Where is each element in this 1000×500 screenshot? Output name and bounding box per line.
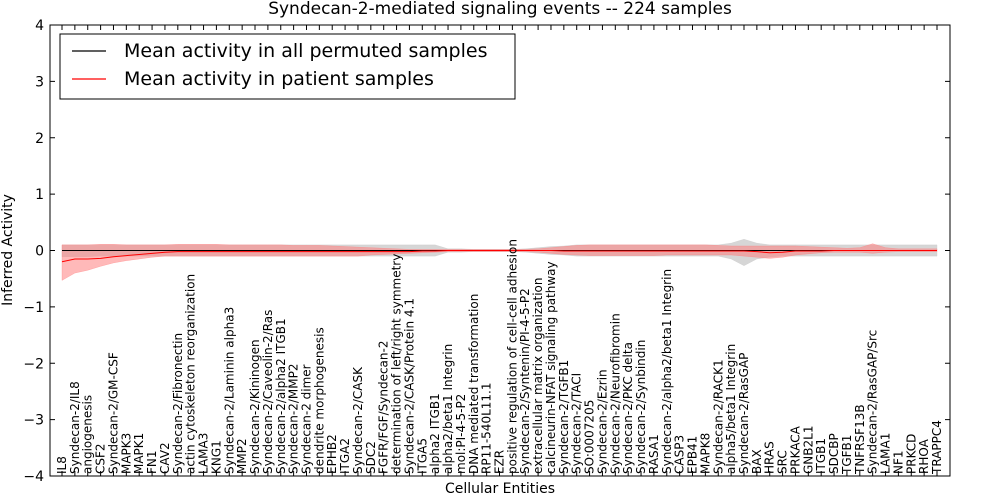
y-tick-label: −2 <box>23 356 44 372</box>
x-tick-label: ITGA2 <box>338 438 352 474</box>
x-tick-label: LAMA3 <box>197 433 211 474</box>
x-tick-label: Syndecan-2/IL8 <box>68 381 82 474</box>
y-axis-title: Inferred Activity <box>0 194 16 306</box>
legend-box <box>59 33 516 100</box>
x-tick-label: TNFRSF13B <box>853 404 867 475</box>
y-tick-label: 3 <box>35 74 44 90</box>
x-tick-label: PRKCD <box>904 434 918 474</box>
x-tick-label: BAX <box>750 449 764 474</box>
x-tick-label: SDC2 <box>364 441 378 474</box>
y-tick-label: −3 <box>23 413 44 429</box>
x-tick-label: DNA mediated transformation <box>467 294 481 474</box>
x-tick-label: Syndecan-2/alpha2 ITGB1 <box>274 318 288 474</box>
x-tick-label: KNG1 <box>209 440 223 474</box>
x-tick-label: RASA1 <box>647 434 661 474</box>
x-tick-label: MMP2 <box>235 438 249 474</box>
x-tick-label: IL8 <box>55 456 69 474</box>
x-tick-label: Syndecan-2 dimer <box>299 364 313 474</box>
x-tick-label: CAV2 <box>158 442 172 474</box>
x-axis-title: Cellular Entities <box>445 481 555 497</box>
x-tick-label: TRAPPC4 <box>930 420 944 475</box>
x-tick-label: Syndecan-2/PKC delta <box>621 342 635 474</box>
x-tick-label: alpha5/beta1 Integrin <box>724 344 738 474</box>
x-tick-label: SRC <box>776 450 790 474</box>
x-tick-label: Syndecan-2/GM-CSF <box>106 352 120 474</box>
x-tick-label: Syndecan-2/RasGAP <box>737 353 751 474</box>
x-tick-label: Syndecan-2/alpha2/beta1 Integrin <box>660 269 674 474</box>
x-tick-label: NF1 <box>891 450 905 474</box>
x-tick-label: mol:PI-4-5-P2 <box>454 394 468 474</box>
y-tick-label: −4 <box>23 469 44 485</box>
x-tick-label: Syndecan-2/RasGAP/Src <box>866 330 880 474</box>
x-tick-label: EPB41 <box>686 436 700 474</box>
x-tick-label: EPHB2 <box>325 434 339 474</box>
x-tick-label: MAPK8 <box>698 433 712 474</box>
x-tick-label: Syndecan-2/Fibronectin <box>171 333 185 474</box>
x-tick-label: actin cytoskeleton reorganization <box>184 274 198 474</box>
x-tick-label: TGFB1 <box>840 435 854 475</box>
x-tick-label: Syndecan-2/TACI <box>570 373 584 474</box>
x-tick-label: Syndecan-2/Laminin alpha3 <box>222 307 236 474</box>
confidence-bands <box>61 238 938 281</box>
series-lines <box>61 250 937 263</box>
x-tick-label: positive regulation of cell-cell adhesio… <box>505 239 519 474</box>
x-tick-label: CASP3 <box>673 435 687 474</box>
x-tick-label: EZR <box>493 450 507 474</box>
chart-title: Syndecan-2-mediated signaling events -- … <box>268 0 732 19</box>
x-tick-label: Syndecan-2/Kininogen <box>248 339 262 474</box>
x-tick-label: alpha2 ITGB1 <box>428 393 442 474</box>
x-tick-label: HRAS <box>763 441 777 474</box>
x-tick-label: determination of left/right symmetry <box>390 254 404 474</box>
x-tick-label: Syndecan-2/CASK/Protein 4.1 <box>402 298 416 474</box>
line-patient <box>61 250 937 263</box>
x-tick-label: Syndecan-2/Synbindin <box>634 340 648 474</box>
x-axis: IL8Syndecan-2/IL8angiogenesisCSF2Syndeca… <box>55 25 944 476</box>
x-tick-label: Syndecan-2/Neurofibromin <box>608 313 622 474</box>
y-tick-label: −1 <box>23 300 44 316</box>
x-tick-label: Syndecan-2/Syntenin/PI-4-5-P2 <box>518 288 532 474</box>
legend-label-permuted: Mean activity in all permuted samples <box>124 40 487 62</box>
y-tick-label: 0 <box>35 244 44 260</box>
legend: Mean activity in all permuted samples Me… <box>59 33 516 100</box>
x-tick-label: PRKACA <box>788 425 802 474</box>
x-tick-label: Syndecan-2/Caveolin-2/Ras <box>261 310 275 474</box>
x-tick-label: angiogenesis <box>81 395 95 474</box>
x-tick-label: MAPK1 <box>132 433 146 474</box>
y-axis: −4 −3 −2 −1 0 1 2 3 4 <box>23 18 950 485</box>
x-tick-label: GNB2L1 <box>801 426 815 474</box>
band-patient <box>61 243 938 281</box>
legend-label-patient: Mean activity in patient samples <box>124 68 434 90</box>
x-tick-label: Syndecan-2/RACK1 <box>711 359 725 474</box>
x-tick-label: dendrite morphogenesis <box>312 327 326 474</box>
x-tick-label: FN1 <box>145 450 159 474</box>
x-tick-label: calcineurin-NFAT signaling pathway <box>544 261 558 474</box>
x-tick-label: CSF2 <box>94 443 108 474</box>
y-tick-label: 2 <box>35 131 44 147</box>
x-tick-label: RP11-540L11.1 <box>480 383 494 474</box>
x-tick-label: Syndecan-2/MMP2 <box>287 364 301 474</box>
y-tick-label: 1 <box>35 187 44 203</box>
x-tick-label: extracellular matrix organization <box>531 278 545 475</box>
x-tick-label: SDCBP <box>827 433 841 474</box>
x-tick-label: Syndecan-2/TGFB1 <box>557 360 571 474</box>
x-tick-label: Syndecan-2/Ezrin <box>595 369 609 474</box>
y-tick-label: 4 <box>35 18 44 34</box>
x-tick-label: alpha2/beta1 Integrin <box>441 344 455 474</box>
x-tick-label: Syndecan-2/CASK <box>351 366 365 474</box>
x-tick-label: LAMA1 <box>879 433 893 474</box>
x-tick-label: RHOA <box>917 438 931 474</box>
x-tick-label: ITGB1 <box>814 438 828 474</box>
x-tick-label: MAPK3 <box>119 433 133 474</box>
x-tick-label: ITGA5 <box>415 438 429 474</box>
x-tick-label: SO:0007205 <box>583 400 597 474</box>
x-tick-label: FGFR/FGF/Syndecan-2 <box>377 341 391 474</box>
